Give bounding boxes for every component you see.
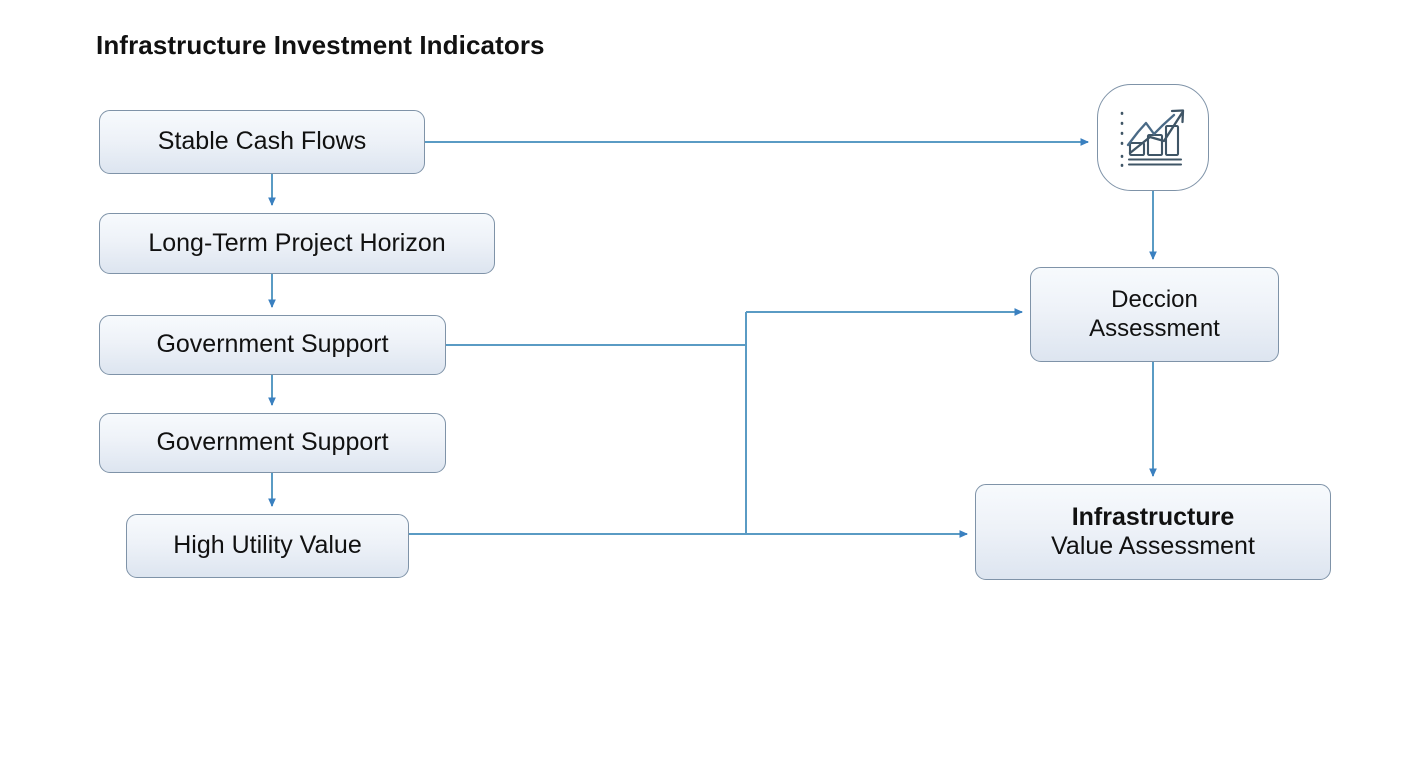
node-government-support-2[interactable]: Government Support — [99, 413, 446, 473]
node-label: Long-Term Project Horizon — [148, 228, 446, 257]
node-government-support-1[interactable]: Government Support — [99, 315, 446, 375]
node-infrastructure-value-assessment[interactable]: Infrastructure Value Assessment — [975, 484, 1331, 580]
node-label: Government Support — [156, 428, 389, 457]
node-long-term-project-horizon[interactable]: Long-Term Project Horizon — [99, 213, 495, 274]
node-stable-cash-flows[interactable]: Stable Cash Flows — [99, 110, 425, 174]
page-title: Infrastructure Investment Indicators — [96, 30, 545, 60]
node-high-utility-value[interactable]: High Utility Value — [126, 514, 409, 578]
node-label-line2: Value Assessment — [1051, 532, 1255, 560]
node-label-line2: Assessment — [1089, 314, 1220, 342]
growth-chart-icon[interactable] — [1097, 84, 1209, 191]
growth-chart-icon-glyph — [1120, 108, 1185, 167]
node-label-line1: Infrastructure — [1071, 502, 1235, 531]
node-label-line1: Deccion — [1111, 286, 1198, 314]
node-deccion-assessment[interactable]: Deccion Assessment — [1030, 267, 1279, 362]
node-label: High Utility Value — [173, 531, 362, 560]
node-label: Government Support — [156, 330, 389, 359]
node-label: Stable Cash Flows — [157, 127, 367, 156]
